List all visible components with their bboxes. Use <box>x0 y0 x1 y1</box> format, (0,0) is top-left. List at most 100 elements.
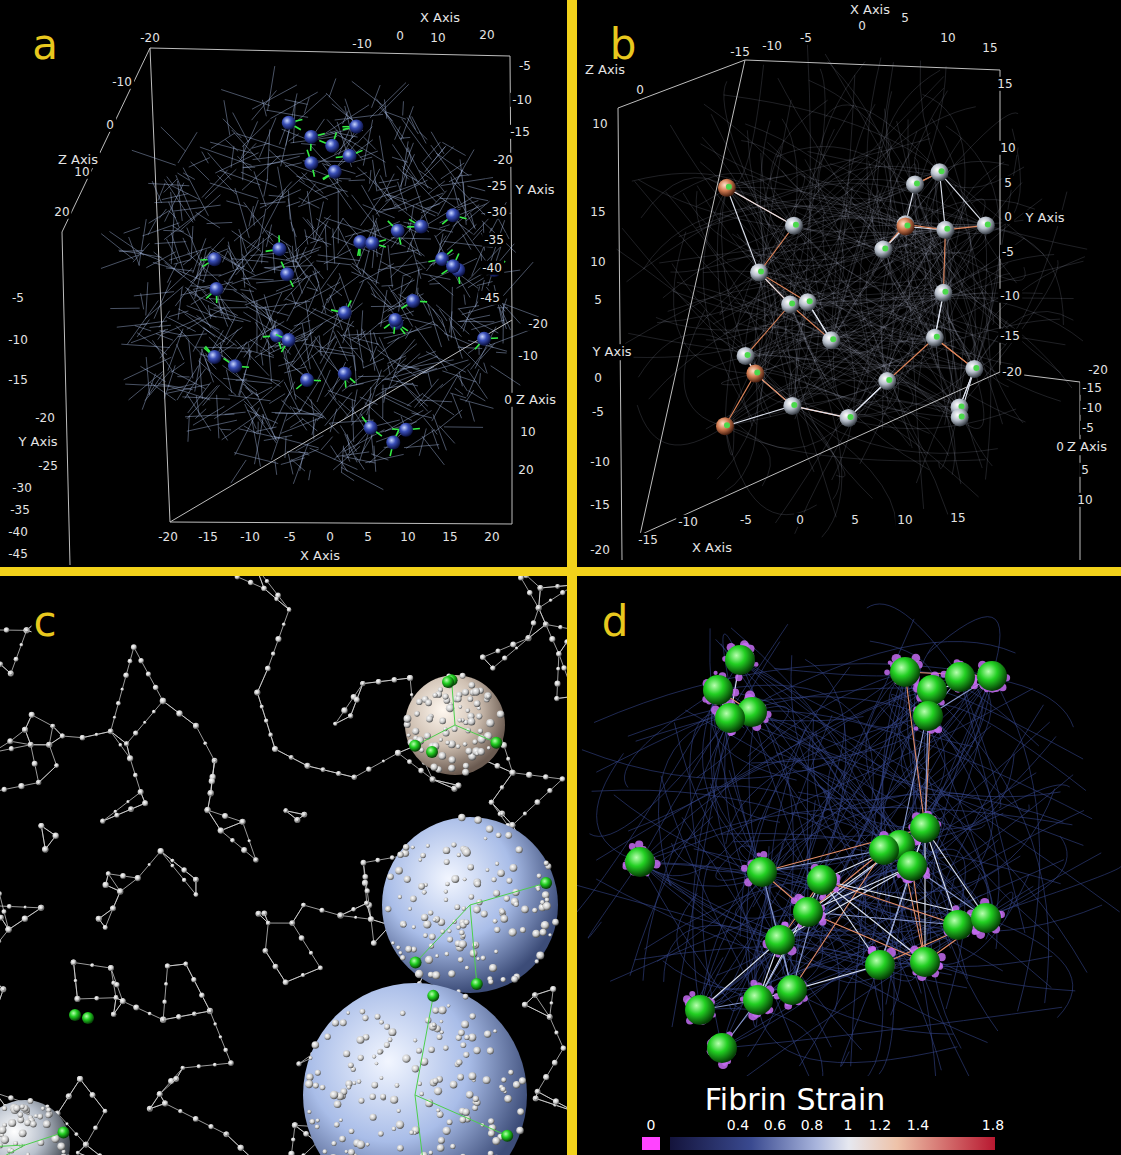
fiber-node <box>47 742 52 747</box>
fibrin-fiber <box>262 189 285 234</box>
fibrin-fiber <box>332 104 355 122</box>
fiber-node <box>535 799 541 805</box>
fibrin-fiber <box>387 174 394 187</box>
fibrin-fiber <box>325 225 327 270</box>
fiber-node <box>553 1099 559 1105</box>
fibrin-fiber <box>428 181 445 194</box>
fiber-node <box>349 714 353 718</box>
fibrin-fiber <box>387 195 436 217</box>
fibrin-fiber <box>347 430 369 455</box>
fibrin-fiber <box>379 337 393 369</box>
platelet-sphere <box>338 367 352 381</box>
fibrin-fiber <box>231 460 246 483</box>
fibrin-fiber <box>125 384 169 386</box>
fiber-segment <box>86 1145 114 1155</box>
fibrin-fiber <box>234 234 272 265</box>
fiber-node <box>430 777 435 782</box>
fibrin-fiber <box>463 234 471 249</box>
fiber-node <box>42 846 48 852</box>
fiber-node <box>224 1132 230 1138</box>
strained-fiber <box>727 188 759 273</box>
fibrin-fiber <box>178 287 182 319</box>
fiber-node <box>296 1061 301 1066</box>
fibrin-fiber <box>449 175 461 182</box>
fibrin-fiber <box>222 299 235 316</box>
fibrin-fiber <box>285 350 296 399</box>
fibrin-fiber <box>915 184 1012 327</box>
fiber-segment <box>82 731 110 737</box>
fiber-node <box>171 859 175 863</box>
fiber-node <box>547 788 552 793</box>
fibrin-fiber <box>897 121 960 417</box>
fiber-node <box>555 697 559 701</box>
fibrin-fiber <box>403 222 453 232</box>
fibrin-fiber <box>350 280 364 311</box>
fibrin-fiber <box>416 260 425 269</box>
fiber-node <box>78 1077 83 1082</box>
fiber-node <box>0 891 2 896</box>
fibrin-fiber <box>235 188 249 238</box>
fiber-node <box>526 772 532 778</box>
fibrin-fiber <box>141 293 144 309</box>
fibrin-fiber <box>397 166 409 179</box>
fibrin-fiber <box>428 258 477 281</box>
fiber-node <box>547 1014 553 1020</box>
fibrin-fiber <box>162 194 188 200</box>
fibrin-fiber <box>451 177 458 206</box>
fiber-segment <box>161 851 196 879</box>
fibrin-fiber <box>795 293 944 534</box>
fiber-node <box>360 681 365 686</box>
fibrin-fiber <box>242 155 280 190</box>
platelet-sphere <box>839 409 857 427</box>
fibrin-fiber <box>279 127 286 144</box>
fibrin-fiber <box>214 393 253 419</box>
platelet-sphere <box>282 333 296 347</box>
fiber-node <box>560 776 566 782</box>
fibrin-fiber <box>195 409 206 419</box>
fiber-node <box>554 681 560 687</box>
fibrin-fiber <box>842 198 893 381</box>
fibrin-fiber <box>882 230 945 430</box>
fiber-node <box>67 1095 70 1098</box>
fiber-node <box>319 908 324 913</box>
fibrin-fiber <box>460 315 490 321</box>
fibrin-fiber <box>313 417 314 439</box>
fibrin-fiber <box>168 386 210 400</box>
fibrin-fiber <box>376 244 384 285</box>
fibrin-fiber <box>370 170 371 184</box>
fiber-node <box>126 800 129 803</box>
fiber-node <box>158 849 163 854</box>
fiber-node <box>165 964 170 969</box>
fibrin-fiber <box>792 255 1054 406</box>
fibrin-fiber <box>241 295 269 320</box>
platelet-sphere <box>783 397 801 415</box>
fibrin-fiber <box>187 308 224 329</box>
fibrin-fiber <box>415 147 454 186</box>
fiber-segment <box>513 773 563 779</box>
fibrin-fiber <box>475 327 496 369</box>
fiber-node <box>165 963 170 968</box>
fiber-node <box>556 667 560 671</box>
fiber-segment <box>0 989 3 1011</box>
fiber-node <box>71 960 77 966</box>
fiber-node <box>536 1090 540 1094</box>
fibrin-fiber <box>307 397 326 420</box>
binding-site <box>942 289 948 295</box>
fibrin-fiber <box>467 369 479 397</box>
fiber-segment <box>103 803 145 821</box>
fibrin-fiber <box>945 228 1063 325</box>
fibrin-fiber <box>213 327 242 348</box>
fibrin-fiber <box>101 255 139 269</box>
fiber-node <box>193 877 198 882</box>
platelet-sphere <box>209 282 223 296</box>
fibrin-fiber <box>809 80 944 293</box>
fibrin-fiber <box>823 210 935 338</box>
fiber-node <box>375 858 380 863</box>
fiber-node <box>157 1091 162 1096</box>
fibrin-fiber <box>210 183 258 198</box>
fibrin-fiber <box>308 284 319 311</box>
fibrin-fiber <box>392 157 408 162</box>
fiber-node <box>148 1012 152 1016</box>
fiber-node <box>536 605 542 611</box>
fiber-segment <box>41 826 45 850</box>
